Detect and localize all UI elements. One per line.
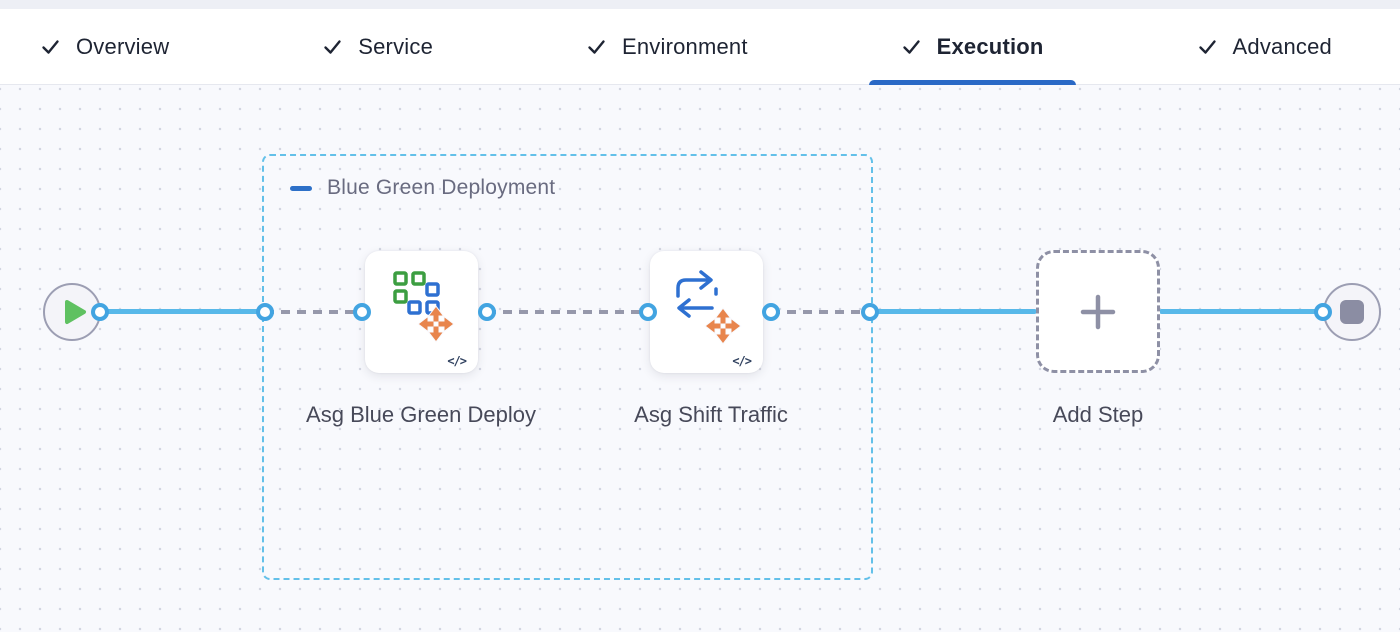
connection-line xyxy=(870,309,1037,314)
dashed-connection-line xyxy=(265,310,362,314)
add-step-label: Add Step xyxy=(1052,402,1144,427)
move-arrows-icon xyxy=(417,305,455,343)
move-arrows-icon xyxy=(704,307,742,345)
stop-icon xyxy=(1340,300,1364,324)
code-template-icon[interactable]: </> xyxy=(447,354,467,368)
stage-settings-tab-bar: Overview Service Environment Execution A… xyxy=(0,9,1400,85)
connection-line xyxy=(100,309,265,314)
checkmark-icon xyxy=(1197,36,1218,57)
connector-port[interactable] xyxy=(861,303,879,321)
active-tab-underline xyxy=(868,80,1076,85)
connector-port[interactable] xyxy=(639,303,657,321)
tab-label: Service xyxy=(358,33,434,59)
connector-port[interactable] xyxy=(256,303,274,321)
step-label: Asg Blue Green Deploy xyxy=(306,402,536,427)
checkmark-icon xyxy=(586,36,607,57)
step-group-blue-green-deployment[interactable]: Blue Green Deployment xyxy=(262,154,873,580)
tab-execution[interactable]: Execution xyxy=(868,9,1076,85)
pipeline-canvas[interactable]: Blue Green Deployment xyxy=(0,85,1400,632)
minus-icon[interactable] xyxy=(290,185,312,191)
asg-blue-green-deploy-icon xyxy=(385,267,459,354)
connector-port[interactable] xyxy=(91,303,109,321)
tab-advanced[interactable]: Advanced xyxy=(1165,9,1364,84)
tab-overview[interactable]: Overview xyxy=(8,9,201,84)
checkmark-icon xyxy=(322,36,343,57)
dashed-connection-line xyxy=(487,310,648,314)
add-step-button[interactable] xyxy=(1036,250,1160,373)
checkmark-icon xyxy=(40,36,61,57)
step-label: Asg Shift Traffic xyxy=(634,402,788,427)
connector-port[interactable] xyxy=(353,303,371,321)
tab-label: Advanced xyxy=(1232,33,1332,59)
tab-environment[interactable]: Environment xyxy=(554,9,780,84)
group-header: Blue Green Deployment xyxy=(290,176,555,200)
step-asg-blue-green-deploy[interactable]: </> xyxy=(365,251,478,373)
tab-label: Overview xyxy=(76,33,170,59)
tab-label: Execution xyxy=(936,33,1044,59)
asg-shift-traffic-icon xyxy=(670,267,744,354)
tab-label: Environment xyxy=(621,33,748,59)
connector-port[interactable] xyxy=(478,303,496,321)
group-label: Blue Green Deployment xyxy=(327,176,556,199)
play-icon xyxy=(64,300,86,324)
tab-service[interactable]: Service xyxy=(290,9,465,84)
page-top-strip xyxy=(0,0,1400,9)
step-asg-shift-traffic[interactable]: </> xyxy=(650,251,763,373)
connector-port[interactable] xyxy=(762,303,780,321)
code-template-icon[interactable]: </> xyxy=(732,354,752,368)
checkmark-icon xyxy=(901,36,922,57)
connector-port[interactable] xyxy=(1314,303,1332,321)
dashed-connection-line xyxy=(771,310,870,314)
connection-line xyxy=(1159,309,1323,314)
plus-icon xyxy=(1080,294,1116,329)
pipeline-end-node xyxy=(1323,283,1381,341)
